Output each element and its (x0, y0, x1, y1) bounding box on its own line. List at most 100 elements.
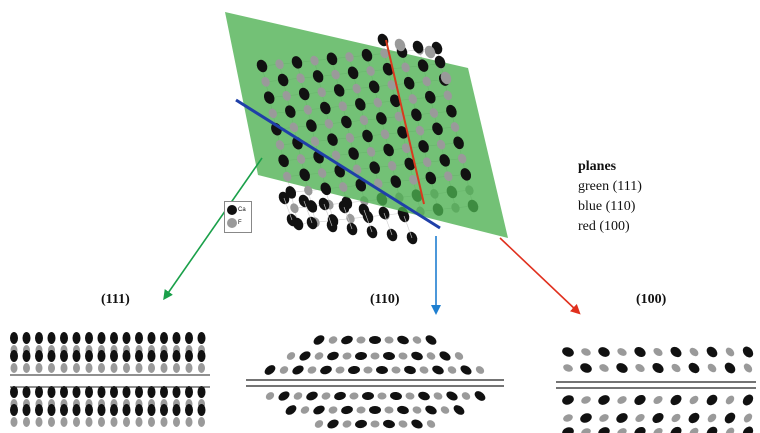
f-atom (10, 363, 18, 373)
f-atom (444, 171, 453, 182)
f-atom (73, 363, 80, 373)
ca-atom (453, 405, 465, 415)
f-atom (110, 417, 118, 427)
ca-atom (47, 332, 56, 344)
ca-atom (160, 332, 168, 344)
green-111-plane (225, 12, 508, 238)
f-atom (635, 414, 645, 422)
f-atom (599, 414, 609, 422)
f-atom (318, 168, 327, 178)
ca-atom (411, 351, 423, 361)
ca-atom (72, 404, 81, 416)
f-atom (286, 352, 296, 360)
f-atom (405, 392, 415, 400)
ca-atom (22, 350, 31, 362)
ca-atom (362, 129, 373, 143)
ca-atom (598, 427, 610, 433)
f-atom (429, 108, 439, 118)
ca-atom (724, 362, 736, 374)
ca-atom (35, 332, 43, 344)
ca-atom (285, 405, 297, 415)
f-atom (424, 45, 436, 59)
ca-atom (97, 332, 106, 344)
f-atom (384, 406, 394, 414)
f-atom (300, 406, 310, 414)
f-atom (707, 413, 717, 423)
ca-atom (724, 412, 736, 424)
ca-atom (403, 76, 415, 90)
ca-atom (404, 157, 415, 171)
ca-atom (185, 350, 193, 362)
f-atom (148, 417, 155, 427)
f-atom (617, 396, 627, 404)
ca-atom (85, 386, 93, 398)
ca-atom (197, 404, 206, 416)
f-atom (653, 427, 663, 433)
ca-atom (160, 350, 168, 362)
ca-atom (580, 363, 592, 373)
ca-atom (706, 394, 718, 406)
ca-atom (616, 413, 628, 423)
f-atom (373, 97, 382, 108)
lattice-bond (363, 209, 373, 233)
atom-key-ca: Ca (227, 205, 246, 215)
ca-atom (10, 332, 18, 344)
ca-atom (110, 332, 118, 344)
ca-atom (361, 48, 373, 62)
ca-atom (417, 59, 429, 72)
f-atom (377, 392, 387, 400)
f-atom (160, 417, 168, 427)
ca-atom (562, 395, 574, 405)
f-atom (135, 363, 143, 373)
f-atom (268, 108, 277, 119)
ca-atom (706, 346, 718, 358)
ca-atom (10, 350, 18, 362)
ca-atom (47, 404, 56, 416)
f-atom (321, 392, 331, 400)
ca-atom (652, 362, 664, 374)
f-atom (563, 414, 573, 422)
ca-atom (10, 404, 18, 416)
ca-atom (313, 405, 325, 415)
ca-atom (135, 332, 143, 344)
f-atom (296, 73, 305, 84)
ca-atom (320, 182, 332, 196)
ca-atom (197, 386, 206, 398)
ca-atom (10, 386, 18, 398)
f-atom (366, 66, 375, 76)
ca-atom (341, 115, 352, 129)
f-atom (401, 143, 411, 154)
f-atom (331, 69, 340, 80)
ca-atom (60, 350, 68, 362)
f-atom (296, 154, 306, 164)
f-atom (363, 366, 373, 374)
f-atom (310, 136, 320, 147)
f-atom (275, 59, 284, 70)
red-arrow (499, 237, 581, 315)
ca-atom (60, 404, 68, 416)
ca-atom (60, 386, 68, 398)
f-atom (328, 406, 338, 414)
ca-atom (670, 394, 682, 406)
ca-atom (60, 332, 68, 344)
f-atom (73, 417, 80, 427)
f-atom (412, 336, 422, 344)
f-atom (408, 94, 417, 104)
ca-atom (306, 391, 318, 401)
ca-atom (298, 87, 310, 101)
f-atom (454, 352, 464, 360)
ca-atom (362, 391, 374, 401)
ca-atom (22, 404, 31, 416)
f-atom (370, 352, 380, 360)
ca-atom (264, 365, 276, 375)
f-atom (282, 90, 291, 101)
ca-label: Ca (238, 207, 246, 213)
f-atom (743, 363, 753, 373)
ca-atom (197, 350, 206, 362)
f-atom (185, 417, 193, 427)
ca-atom (72, 386, 81, 398)
ca-atom (147, 332, 156, 344)
f-atom (422, 76, 431, 87)
ca-atom (277, 73, 289, 87)
